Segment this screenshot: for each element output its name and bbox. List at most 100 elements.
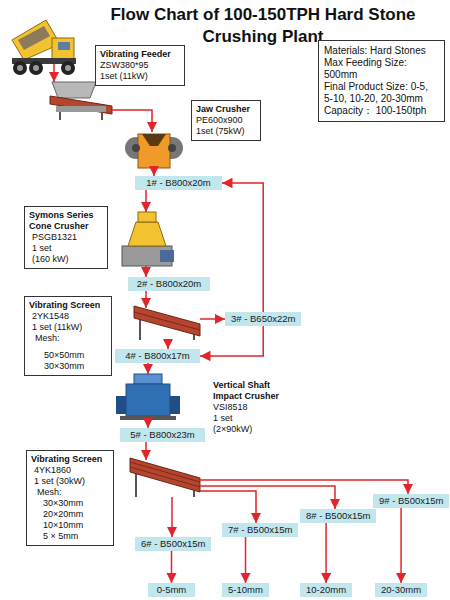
conveyor-label: 9# - B500x15m [379,495,443,507]
cone-motor [160,250,174,262]
conveyor-label: 2# - B800x20m [134,278,204,290]
flow-arrow [153,168,155,176]
equipment-spec: 30×30mm [29,361,107,372]
conveyor-flow-line [171,551,173,583]
conveyor-box: 2# - B800x20m [128,277,210,291]
conveyor-flow-line [400,508,402,583]
screen-mesh [130,467,200,487]
conveyor-flow-line [245,537,247,583]
vsi-top [134,374,162,384]
equipment-spec: 1 set (11kW) [29,322,107,333]
equipment-spec: 4YK1860 [31,465,109,476]
equipment-name: Jaw Crusher [196,104,256,115]
vsi-body [126,384,170,416]
conveyor-label: 6# - B500x15m [141,538,205,550]
screen-deck [134,306,200,336]
flywheel-hub [132,144,140,152]
cone-body [128,222,166,246]
conveyor-box: 1# - B800x20m [135,176,222,190]
feeder-tray [50,96,112,114]
spec-line: Final Product Size: 0-5, 5-10, 10-20, 20… [324,81,439,105]
conveyor-flow-line [325,523,327,583]
feeder-hopper [52,82,96,98]
vsi-crusher [116,374,180,420]
screen-mesh [130,462,200,482]
conveyor-box: 6# - B500x15m [135,537,211,551]
conveyor-box: 8# - B500x15m [300,509,376,523]
equipment-spec: 30×30mm [31,498,109,509]
equipment-spec: 10×10mm [31,520,109,531]
equipment-box: Vibrating Screen2YK15481 set (11kW)Mesh:… [24,296,112,376]
spec-line: Max Feeding Size: 500mm [324,57,439,81]
equipment-spec: ZSW380*95 [100,60,180,71]
equipment-name: Vertical Shaft Impact Crusher [213,380,289,402]
conveyor-label: 3# - B650x22m [231,313,295,325]
cone-crusher [122,212,174,266]
equipment-box: Vertical Shaft Impact CrusherVSI85181 se… [208,376,294,439]
vsi-motor [116,396,126,414]
conveyor-box: 7# - B500x15m [222,523,298,537]
dump-truck [12,20,76,75]
screen-mesh [134,312,200,330]
wheel-hub [17,65,23,71]
product-box: 0-5mm [148,583,195,597]
flow-arrow [112,110,152,132]
conveyor-label: 7# - B500x15m [228,524,292,536]
equipment-spec: 1 set [29,243,103,254]
flow-arrow [200,486,335,509]
product-size: 5-10mm [228,584,263,596]
equipment-spec: 1 set [213,413,289,424]
jaw-opening [142,134,166,146]
cone-top [138,212,156,222]
vibrating-feeder [50,82,112,120]
jaw-crusher [125,134,183,168]
product-box: 5-10mm [222,583,269,597]
conveyor-box: 9# - B500x15m [373,494,449,508]
equipment-box: Symons Series Cone CrusherPSGB13211 set(… [24,206,108,269]
equipment-spec: (2×90kW) [213,424,289,435]
equipment-spec: 20×20mm [31,509,109,520]
vibrating-screen [134,306,200,340]
conveyor-label: 5# - B800x23m [126,429,199,441]
conveyor-label: 1# - B800x20m [141,177,216,189]
equipment-spec: 50×50mm [29,350,107,361]
equipment-spec: (160 kW) [29,254,103,265]
equipment-spec: PE600x900 [196,115,256,126]
spec-line: Capacity： 100-150tph [324,105,439,117]
flow-arrow [147,420,149,428]
flow-arrow [145,190,147,212]
equipment-spec: Mesh: [29,333,107,344]
jaw-body [138,134,170,168]
equipment-name: Vibrating Screen [29,300,107,311]
conveyor-box: 3# - B650x22m [225,312,301,326]
vibrating-screen [130,458,200,497]
equipment-spec: PSGB1321 [29,232,103,243]
flow-arrow [200,491,256,523]
product-box: 10-20mm [300,583,352,597]
flywheel-hub [168,144,176,152]
equipment-spec: VSI8518 [213,402,289,413]
flow-arrow [53,64,55,82]
flow-arrow [171,497,173,537]
conveyor-label: 8# - B500x15m [306,510,370,522]
equipment-spec: 2YK1548 [29,311,107,322]
equipment-spec: 1set (11kW) [100,71,180,82]
equipment-name: Symons Series Cone Crusher [29,210,103,232]
vsi-base [120,416,176,420]
truck-window [58,42,70,50]
equipment-box: Vibrating FeederZSW380*951set (11kW) [95,45,185,86]
product-size: 0-5mm [154,584,189,596]
truck-wheel [13,61,27,75]
flow-arrow [145,442,147,460]
equipment-spec: Mesh: [31,487,109,498]
flow-arrow [167,340,169,349]
feeder-leg [59,112,61,120]
equipment-spec: 1 set (30kW) [31,476,109,487]
wheel-hub [65,65,71,71]
screen-deck [130,458,200,492]
equipment-spec: 1set (75kW) [196,126,256,137]
truck-cab [52,38,74,60]
truck-wheel [29,61,43,75]
truck-wheel [61,61,75,75]
